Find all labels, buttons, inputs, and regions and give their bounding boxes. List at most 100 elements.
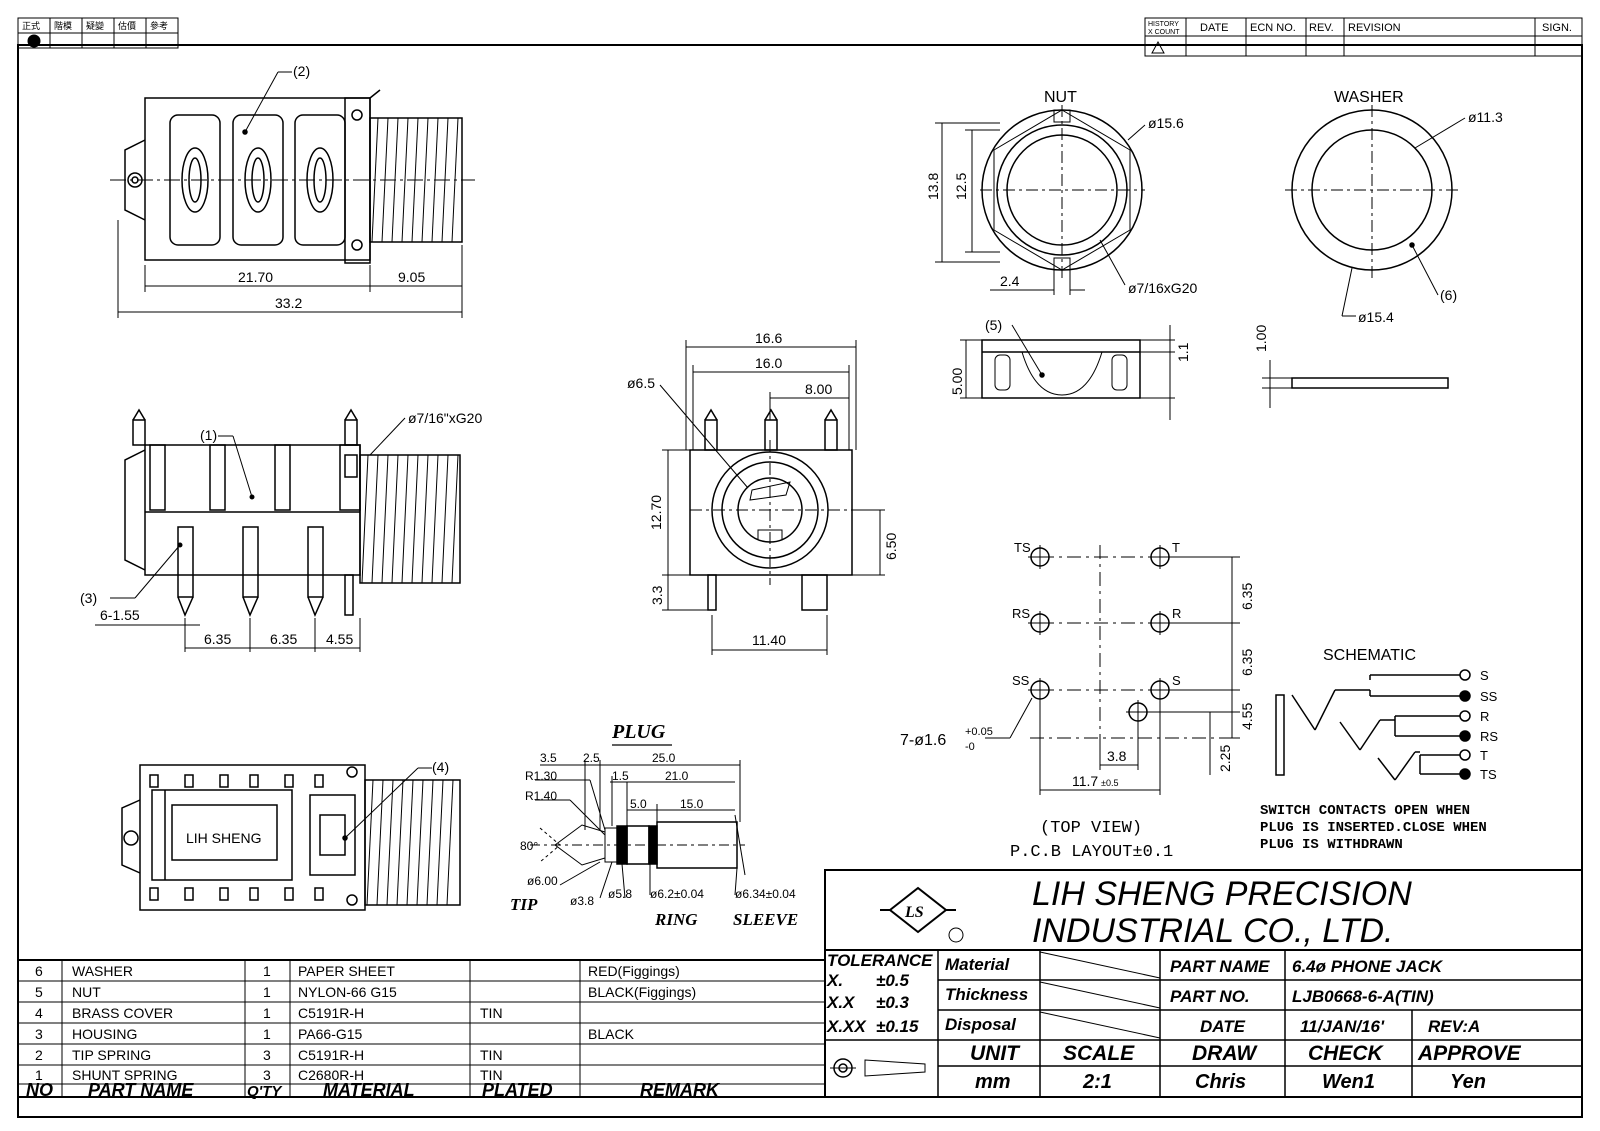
bom-r3-material: C5191R-H bbox=[298, 1005, 364, 1021]
draw-value: Chris bbox=[1195, 1071, 1246, 1093]
bom-r2-remark: BLACK(Figgings) bbox=[588, 984, 696, 1000]
pcb-label-ts: TS bbox=[1014, 540, 1031, 555]
plug-sleeve-dia: ø6.34±0.04 bbox=[735, 887, 796, 901]
schematic-note-2: PLUG IS INSERTED.CLOSE WHEN bbox=[1260, 820, 1487, 836]
bom-r2-qty: 1 bbox=[263, 984, 271, 1000]
dim-end-w-outer: 16.6 bbox=[755, 330, 782, 346]
bom-r2-material: NYLON-66 G15 bbox=[298, 984, 397, 1000]
schematic-pin-rs: RS bbox=[1480, 729, 1498, 744]
scale-value: 2:1 bbox=[1082, 1071, 1112, 1093]
plug-sleeve-label: SLEEVE bbox=[733, 910, 798, 929]
dim-pitch-1: 6.35 bbox=[204, 631, 231, 647]
bom-r2-name: NUT bbox=[72, 984, 101, 1000]
rev-history: HISTORY bbox=[1148, 21, 1179, 28]
bottom-view bbox=[121, 764, 461, 911]
schematic bbox=[1275, 669, 1471, 781]
tol-xx-label: X.X bbox=[826, 993, 856, 1012]
bom-r5-material: C5191R-H bbox=[298, 1047, 364, 1063]
pcb-dim-2: 6.35 bbox=[1239, 649, 1255, 676]
stamp-cell-2: 階模 bbox=[54, 21, 72, 31]
dim-pitch-3: 4.55 bbox=[326, 631, 353, 647]
washer-dia-outer: ø15.4 bbox=[1358, 309, 1394, 325]
approve-value: Yen bbox=[1450, 1071, 1486, 1093]
plug-d38: ø3.8 bbox=[570, 894, 594, 908]
bom-r5-no: 2 bbox=[35, 1047, 43, 1063]
check-value: Wen1 bbox=[1322, 1071, 1375, 1093]
revision-header bbox=[1144, 17, 1583, 57]
bom-header-qty: Q'TY bbox=[247, 1083, 283, 1100]
bom-r1-material: PAPER SHEET bbox=[298, 963, 395, 979]
dim-end-h-body: 12.70 bbox=[648, 495, 664, 530]
dim-end-h-pin: 3.3 bbox=[649, 585, 665, 605]
callout-2: (2) bbox=[293, 63, 310, 79]
bottom-logo-text: LIH SHENG bbox=[186, 830, 261, 846]
bom-header-remark: REMARK bbox=[640, 1080, 721, 1100]
plug-d35: 3.5 bbox=[540, 751, 557, 765]
dim-end-w-half: 8.00 bbox=[805, 381, 832, 397]
bom-r4-name: HOUSING bbox=[72, 1026, 137, 1042]
schematic-note-3: PLUG IS WITHDRAWN bbox=[1260, 837, 1403, 853]
pcb-layout-label: P.C.B LAYOUT±0.1 bbox=[1010, 843, 1173, 862]
bom-r5-plated: TIN bbox=[480, 1047, 503, 1063]
sheet-border bbox=[17, 44, 1583, 1118]
plug-tip-dia: ø6.00 bbox=[527, 874, 558, 888]
bom-r6-name: SHUNT SPRING bbox=[72, 1067, 178, 1083]
plug-d50: 5.0 bbox=[630, 797, 647, 811]
scale-label: SCALE bbox=[1063, 1042, 1135, 1065]
bom-r1-no: 6 bbox=[35, 963, 43, 979]
pcb-dx-tol: ±0.5 bbox=[1101, 778, 1118, 788]
bom-r1-qty: 1 bbox=[263, 963, 271, 979]
bom-r3-name: BRASS COVER bbox=[72, 1005, 173, 1021]
thickness-label: Thickness bbox=[945, 985, 1028, 1004]
pcb-dim-3: 4.55 bbox=[1239, 703, 1255, 730]
schematic-pin-r: R bbox=[1480, 709, 1489, 724]
dim-pitch-2: 6.35 bbox=[270, 631, 297, 647]
tol-xx-value: ±0.3 bbox=[876, 993, 910, 1012]
bom-r5-qty: 3 bbox=[263, 1047, 271, 1063]
plug-r140: R1.40 bbox=[525, 789, 557, 803]
front-thread: ø7/16"xG20 bbox=[408, 410, 482, 426]
bom-r6-qty: 3 bbox=[263, 1067, 271, 1083]
bom-r4-qty: 1 bbox=[263, 1026, 271, 1042]
rev-value: REV:A bbox=[1428, 1017, 1480, 1036]
plug-tip-label: TIP bbox=[510, 895, 538, 914]
end-view bbox=[659, 340, 885, 655]
pcb-dx-1: 3.8 bbox=[1107, 748, 1127, 764]
pcb-tol-plus: +0.05 bbox=[965, 726, 993, 738]
approve-label: APPROVE bbox=[1417, 1042, 1522, 1065]
pcb-dim-1: 6.35 bbox=[1239, 583, 1255, 610]
bom-table bbox=[17, 959, 826, 1098]
bom-header-no: NO bbox=[26, 1080, 53, 1100]
pcb-label-s: S bbox=[1172, 673, 1181, 688]
bom-r6-material: C2680R-H bbox=[298, 1067, 364, 1083]
bom-r3-no: 4 bbox=[35, 1005, 43, 1021]
plug-ring-label: RING bbox=[654, 910, 698, 929]
unit-value: mm bbox=[975, 1071, 1011, 1093]
rev-date-header: DATE bbox=[1200, 22, 1229, 34]
pcb-label-t: T bbox=[1172, 540, 1180, 555]
callout-6: (6) bbox=[1440, 287, 1457, 303]
pcb-label-ss: SS bbox=[1012, 673, 1030, 688]
dim-end-h-center: 6.50 bbox=[883, 533, 899, 560]
pcb-layout bbox=[985, 545, 1240, 795]
dim-side-body: 21.70 bbox=[238, 269, 273, 285]
company-logo-text: LS bbox=[904, 904, 924, 921]
bom-r1-remark: RED(Figgings) bbox=[588, 963, 680, 979]
rev-rev-header: REV. bbox=[1309, 22, 1334, 34]
dim-end-w-inner: 16.0 bbox=[755, 355, 782, 371]
rev-revision-header: REVISION bbox=[1348, 22, 1401, 34]
schematic-pin-ts: TS bbox=[1480, 767, 1497, 782]
nut-thread: ø7/16xG20 bbox=[1128, 280, 1197, 296]
plug-d250: 25.0 bbox=[652, 751, 676, 765]
dim-side-thread: 9.05 bbox=[398, 269, 425, 285]
unit-label: UNIT bbox=[970, 1042, 1021, 1065]
part-name-value: 6.4ø PHONE JACK bbox=[1292, 957, 1444, 976]
bom-r3-plated: TIN bbox=[480, 1005, 503, 1021]
bom-r2-no: 5 bbox=[35, 984, 43, 1000]
plug-title: PLUG bbox=[611, 721, 666, 743]
tol-xxx-value: ±0.15 bbox=[876, 1017, 919, 1036]
nut-drawing bbox=[935, 105, 1175, 420]
plug-drawing bbox=[530, 744, 746, 899]
material-label: Material bbox=[945, 955, 1011, 974]
